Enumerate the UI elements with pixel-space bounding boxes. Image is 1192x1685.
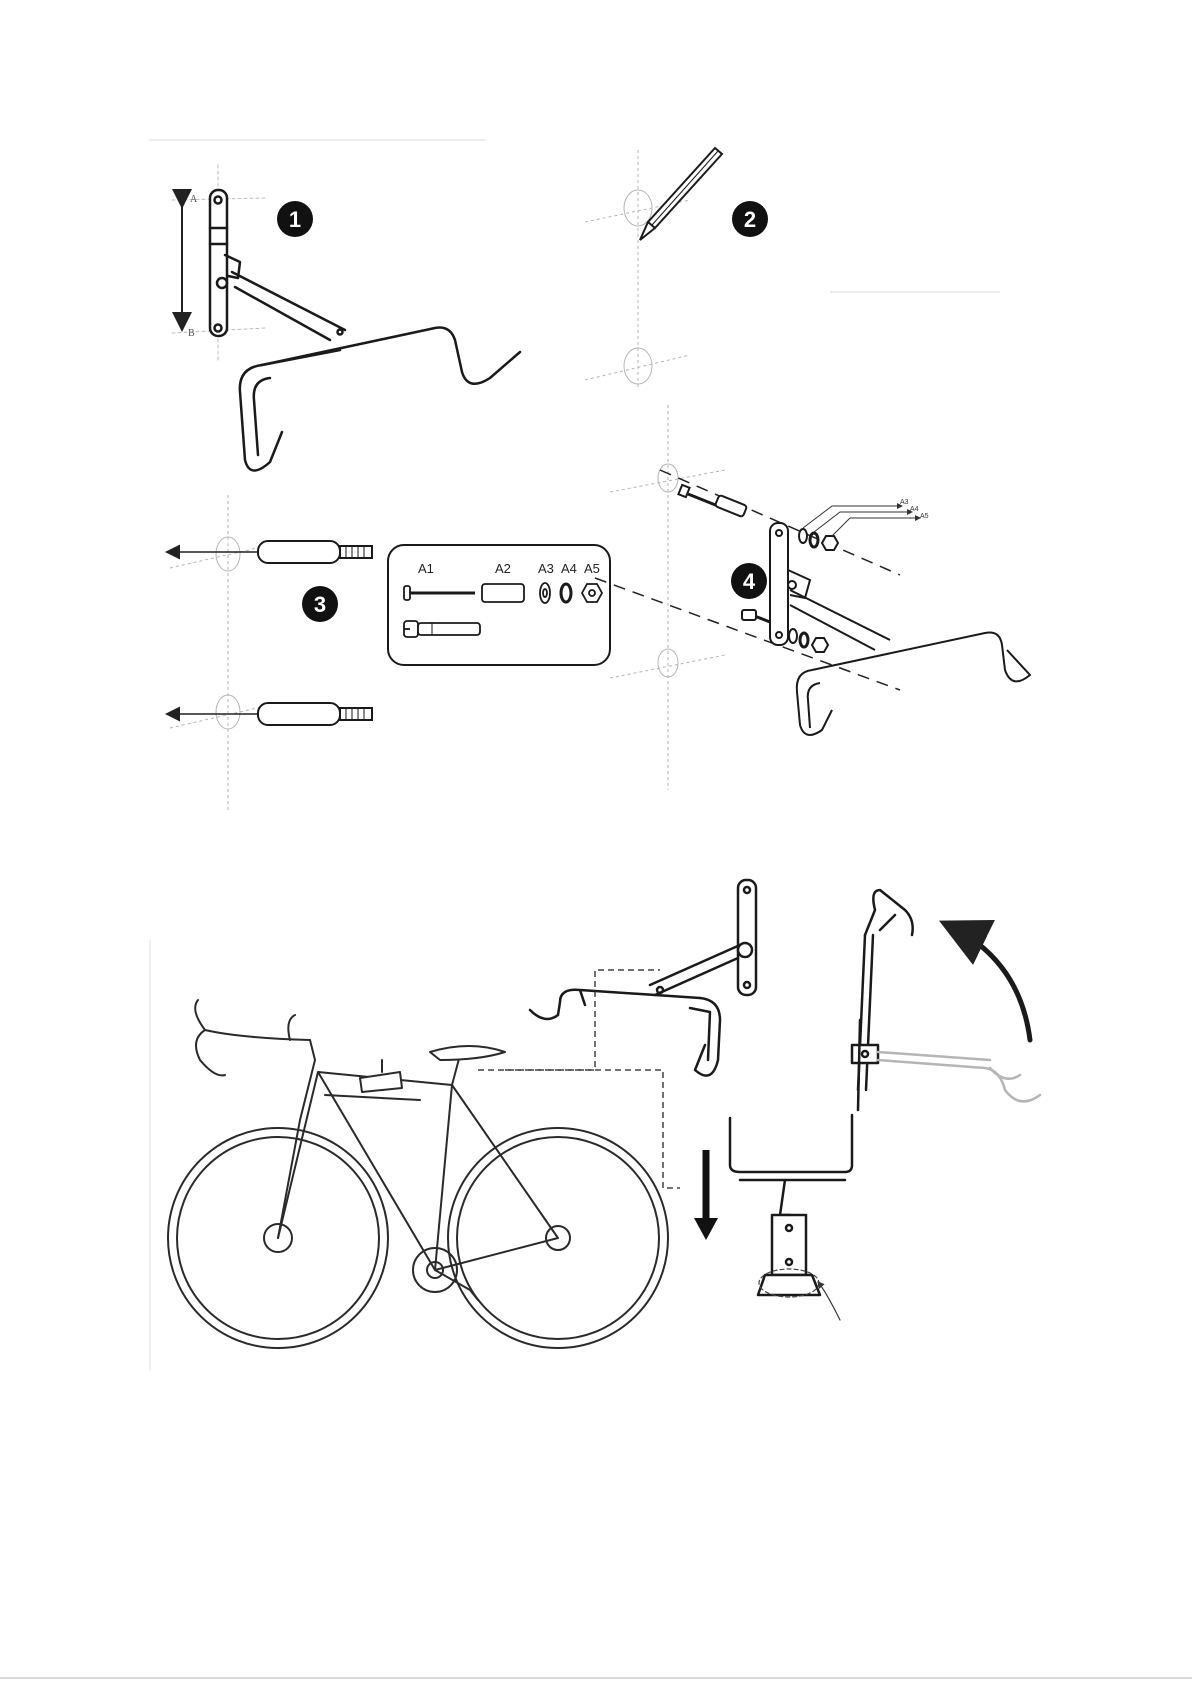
hex-nut bbox=[582, 584, 602, 602]
part-label-a2: A2 bbox=[495, 561, 511, 576]
mounted-hook bbox=[530, 880, 756, 1076]
bike-frame bbox=[278, 1055, 558, 1270]
step1-panel: A B bbox=[150, 140, 520, 471]
hook-arm bbox=[232, 272, 345, 340]
part-label-a4: A4 bbox=[561, 561, 577, 576]
callout-a3: A3 bbox=[900, 499, 909, 506]
step2-panel bbox=[585, 150, 1000, 390]
parts-box: A1 A2 A3 A4 A5 bbox=[388, 545, 610, 665]
handlebar bbox=[195, 1000, 310, 1075]
wall-anchor-top bbox=[258, 541, 372, 563]
step1-badge: 1 bbox=[277, 201, 313, 237]
step2-badge: 2 bbox=[732, 201, 768, 237]
step3-panel bbox=[168, 495, 372, 810]
part-label-a1: A1 bbox=[418, 561, 434, 576]
part-label-a5: A5 bbox=[584, 561, 600, 576]
bike-illustration bbox=[150, 940, 668, 1370]
svg-text:2: 2 bbox=[744, 207, 756, 232]
mark-b: B bbox=[188, 328, 195, 339]
pencil-icon bbox=[640, 148, 722, 240]
connector-lines bbox=[478, 970, 680, 1188]
anchor-sleeve bbox=[482, 584, 524, 602]
callout-a5: A5 bbox=[920, 513, 929, 520]
step4-wall-plate bbox=[770, 523, 788, 645]
step3-badge: 3 bbox=[302, 586, 338, 622]
step4-badge: 4 bbox=[731, 563, 767, 599]
hook-front-view bbox=[730, 1115, 852, 1320]
assembled-anchor bbox=[404, 621, 480, 637]
bolt-head bbox=[404, 586, 410, 600]
svg-text:3: 3 bbox=[314, 592, 326, 617]
svg-text:4: 4 bbox=[743, 569, 756, 594]
step4-panel: A3 A4 A5 bbox=[595, 405, 1030, 790]
hook-bar bbox=[262, 328, 520, 384]
wall-anchor-bottom bbox=[258, 703, 372, 725]
rotate-arrow bbox=[948, 925, 1030, 1040]
saddle bbox=[430, 1046, 505, 1060]
folding-hook bbox=[852, 890, 1040, 1110]
part-label-a3: A3 bbox=[538, 561, 554, 576]
shadow-hook bbox=[878, 1060, 1040, 1101]
callout-a4: A4 bbox=[910, 506, 919, 513]
wall-plate bbox=[210, 190, 227, 336]
mark-a: A bbox=[190, 194, 198, 205]
svg-text:1: 1 bbox=[289, 207, 301, 232]
down-arrow-icon bbox=[694, 1150, 718, 1240]
